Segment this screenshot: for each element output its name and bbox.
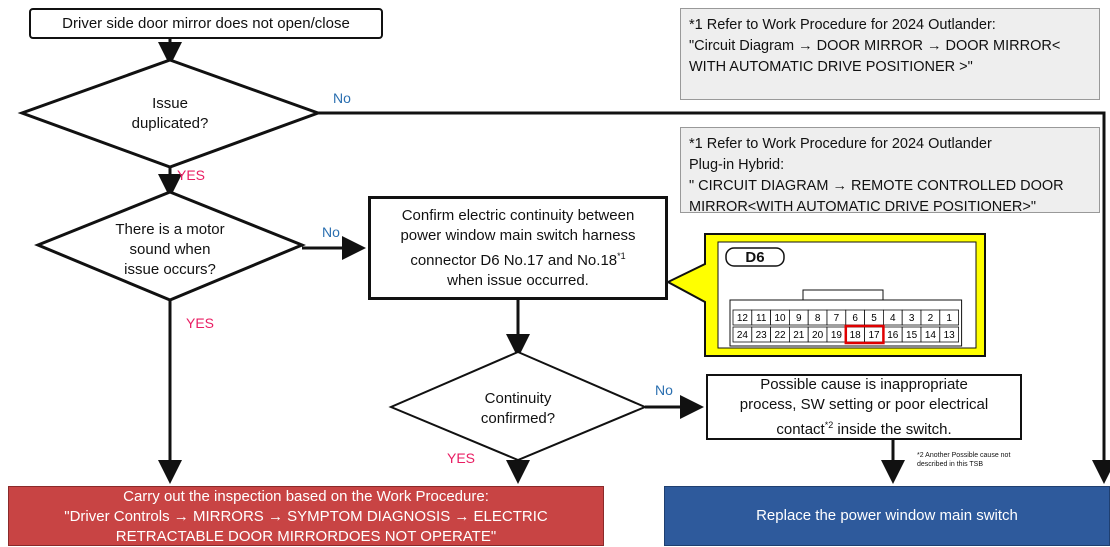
connector-pin-number: 18 (850, 330, 862, 341)
confirm-step-footnote-ref: *1 (617, 250, 626, 261)
connector-pin-cell (939, 309, 959, 326)
connector-pin-number: 21 (793, 330, 805, 341)
connector-pin-number: 12 (737, 313, 749, 324)
connector-pin-number: 16 (887, 330, 899, 341)
result-replace-switch: Replace the power window main switch (664, 486, 1110, 546)
connector-pin-number: 13 (944, 330, 956, 341)
label-d1-no: No (333, 90, 351, 106)
decision2-shape (34, 190, 306, 302)
cause-footnote-ref: *2 (824, 419, 834, 430)
decision-continuity: Continuity confirmed? (480, 390, 556, 427)
connector-pin-cell (939, 326, 959, 343)
decision-motor-sound: There is a motor sound when issue occurs… (115, 221, 225, 278)
reference-note-outlander: *1 Refer to Work Procedure for 2024 Outl… (680, 8, 1100, 100)
label-d2-yes: YES (186, 315, 215, 331)
label-d1-yes: YES (177, 167, 206, 183)
decision1-shape (17, 58, 323, 169)
connector-highlight-pins (844, 324, 885, 345)
connector-pin-number: 24 (737, 330, 749, 341)
start-step: Driver side door mirror does not open/cl… (29, 8, 383, 39)
confirm-step-text: Confirm electric continuity between powe… (400, 206, 636, 269)
confirm-continuity-step: Confirm electric continuity between powe… (368, 196, 668, 300)
label-d3-yes: YES (447, 450, 476, 466)
footnote-2: *2 Another Possible cause not described … (917, 452, 1011, 468)
decision3-shape (388, 350, 648, 462)
connector-pin-number: 4 (890, 313, 896, 324)
connector-pin-number: 11 (756, 313, 767, 324)
connector-pin-number: 20 (812, 330, 824, 341)
result-inspection: Carry out the inspection based on the Wo… (8, 486, 604, 546)
decision-issue-duplicated: Issue duplicated? (131, 95, 209, 132)
connector-label: D6 (745, 248, 765, 266)
label-d2-no: No (322, 224, 340, 240)
cause-text: Possible cause is inappropriate process,… (739, 375, 989, 438)
connector-pin-number: 6 (852, 313, 858, 324)
connector-pin-number: 19 (831, 330, 843, 341)
connector-pin-number: 3 (909, 313, 915, 324)
connector-latch (802, 289, 884, 300)
possible-cause-step: Possible cause is inappropriate process,… (706, 374, 1022, 440)
connector-pin-number: 23 (756, 330, 768, 341)
connector-pin-number: 17 (868, 330, 880, 341)
connector-pin-number: 7 (834, 313, 840, 324)
connector-pin-number: 8 (815, 313, 821, 324)
connector-pin-number: 10 (774, 313, 786, 324)
confirm-step-tail: when issue occurred. (447, 271, 589, 289)
connector-pin-number: 22 (774, 330, 786, 341)
connector-pin-number: 14 (925, 330, 937, 341)
reference-note-outlander-phev: *1 Refer to Work Procedure for 2024 Outl… (680, 127, 1100, 215)
connector-pin-number: 9 (796, 313, 802, 324)
connector-pin-number: 2 (928, 313, 934, 324)
label-d3-no: No (655, 382, 673, 398)
cause-text-tail: inside the switch. (833, 420, 952, 438)
connector-pin-number: 15 (906, 330, 918, 341)
connector-pin-number: 1 (946, 313, 952, 324)
connector-pin-number: 5 (871, 313, 877, 324)
